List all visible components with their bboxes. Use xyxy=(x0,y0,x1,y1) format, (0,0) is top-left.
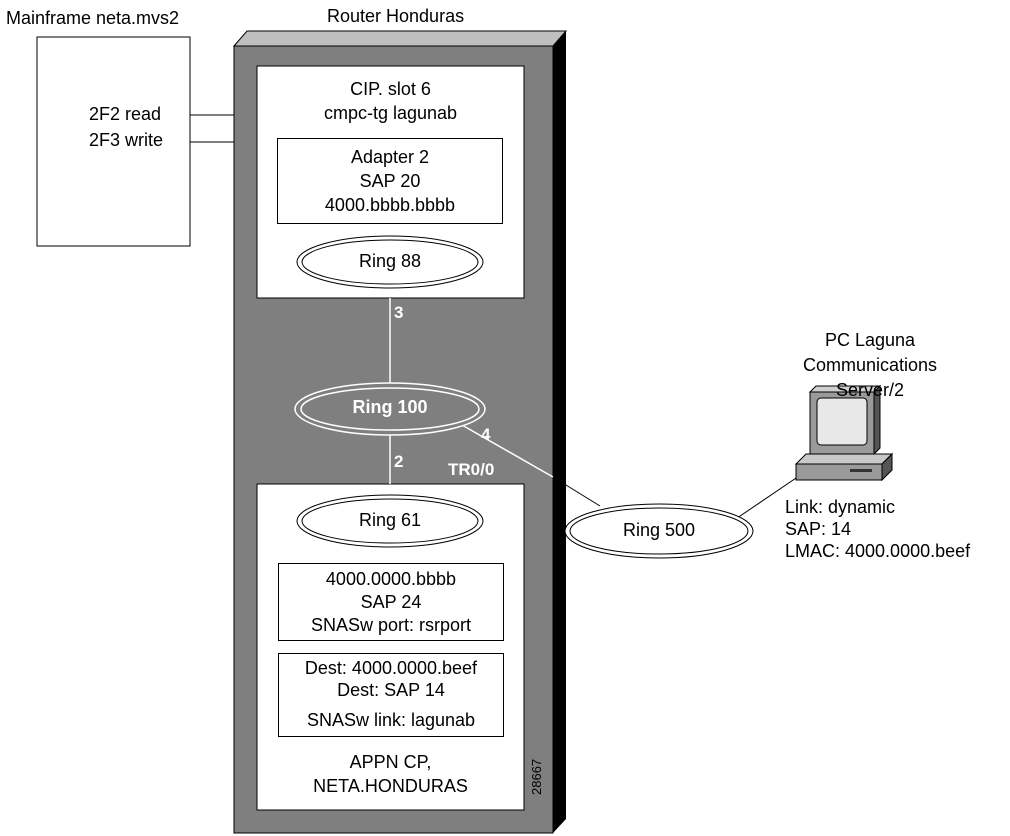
snasw-link-box: Dest: 4000.0000.beef Dest: SAP 14 SNASw … xyxy=(278,653,504,737)
ring-100-label: Ring 100 xyxy=(352,397,428,417)
adapter-mac: 4000.bbbb.bbbb xyxy=(324,195,456,215)
mainframe-box xyxy=(36,36,191,247)
ring-88-label: Ring 88 xyxy=(358,251,422,271)
port-sap: SAP 24 xyxy=(360,592,422,612)
link-3-label: 3 xyxy=(394,303,404,322)
router-top-face xyxy=(232,30,568,47)
pc-link-info: Link: dynamic xyxy=(785,497,896,517)
ring-61-shape xyxy=(296,494,484,548)
router-side-face xyxy=(553,31,566,833)
snasw-port-box: 4000.0000.bbbb SAP 24 SNASw port: rsrpor… xyxy=(278,563,504,641)
appn-cp-label: APPN CP, xyxy=(349,752,432,772)
pc-computer-icon xyxy=(794,384,894,482)
link-name: SNASw link: lagunab xyxy=(306,710,476,730)
mainframe-read-label: 2F2 read xyxy=(89,104,162,124)
mainframe-title: Mainframe neta.mvs2 xyxy=(6,8,180,28)
router-title: Router Honduras xyxy=(327,6,465,26)
tr-interface-label: TR0/0 xyxy=(448,460,495,479)
ring-500-label: Ring 500 xyxy=(622,520,696,540)
pc-server: Server/2 xyxy=(835,380,905,400)
ring-88-shape xyxy=(296,235,484,289)
figure-id: 28667 xyxy=(529,758,544,795)
adapter-number: Adapter 2 xyxy=(350,147,430,167)
link-dest-mac: Dest: 4000.0000.beef xyxy=(304,658,478,678)
adapter-box: Adapter 2 SAP 20 4000.bbbb.bbbb xyxy=(277,138,503,224)
pc-lmac-info: LMAC: 4000.0000.beef xyxy=(785,541,971,561)
link-4-line-router xyxy=(461,424,554,478)
ring-61-label: Ring 61 xyxy=(358,510,422,530)
pc-software: Communications xyxy=(802,355,938,375)
cip-tg-label: cmpc-tg lagunab xyxy=(323,103,458,123)
port-mac: 4000.0000.bbbb xyxy=(325,569,457,589)
ring-500-shape xyxy=(564,503,754,559)
link-4-line-outside xyxy=(552,476,601,507)
appn-cp-name: NETA.HONDURAS xyxy=(313,776,468,796)
ring-100-shape xyxy=(294,382,486,436)
cip-slot-label: CIP. slot 6 xyxy=(350,79,431,99)
link-4-label: 4 xyxy=(481,425,491,444)
link-dest-sap: Dest: SAP 14 xyxy=(337,680,445,700)
adapter-sap: SAP 20 xyxy=(359,171,421,191)
port-name: SNASw port: rsrport xyxy=(310,615,472,635)
mainframe-write-label: 2F3 write xyxy=(89,130,164,150)
pc-sap-info: SAP: 14 xyxy=(785,519,852,539)
pc-name: PC Laguna xyxy=(824,330,916,350)
link-2-label: 2 xyxy=(394,452,404,471)
